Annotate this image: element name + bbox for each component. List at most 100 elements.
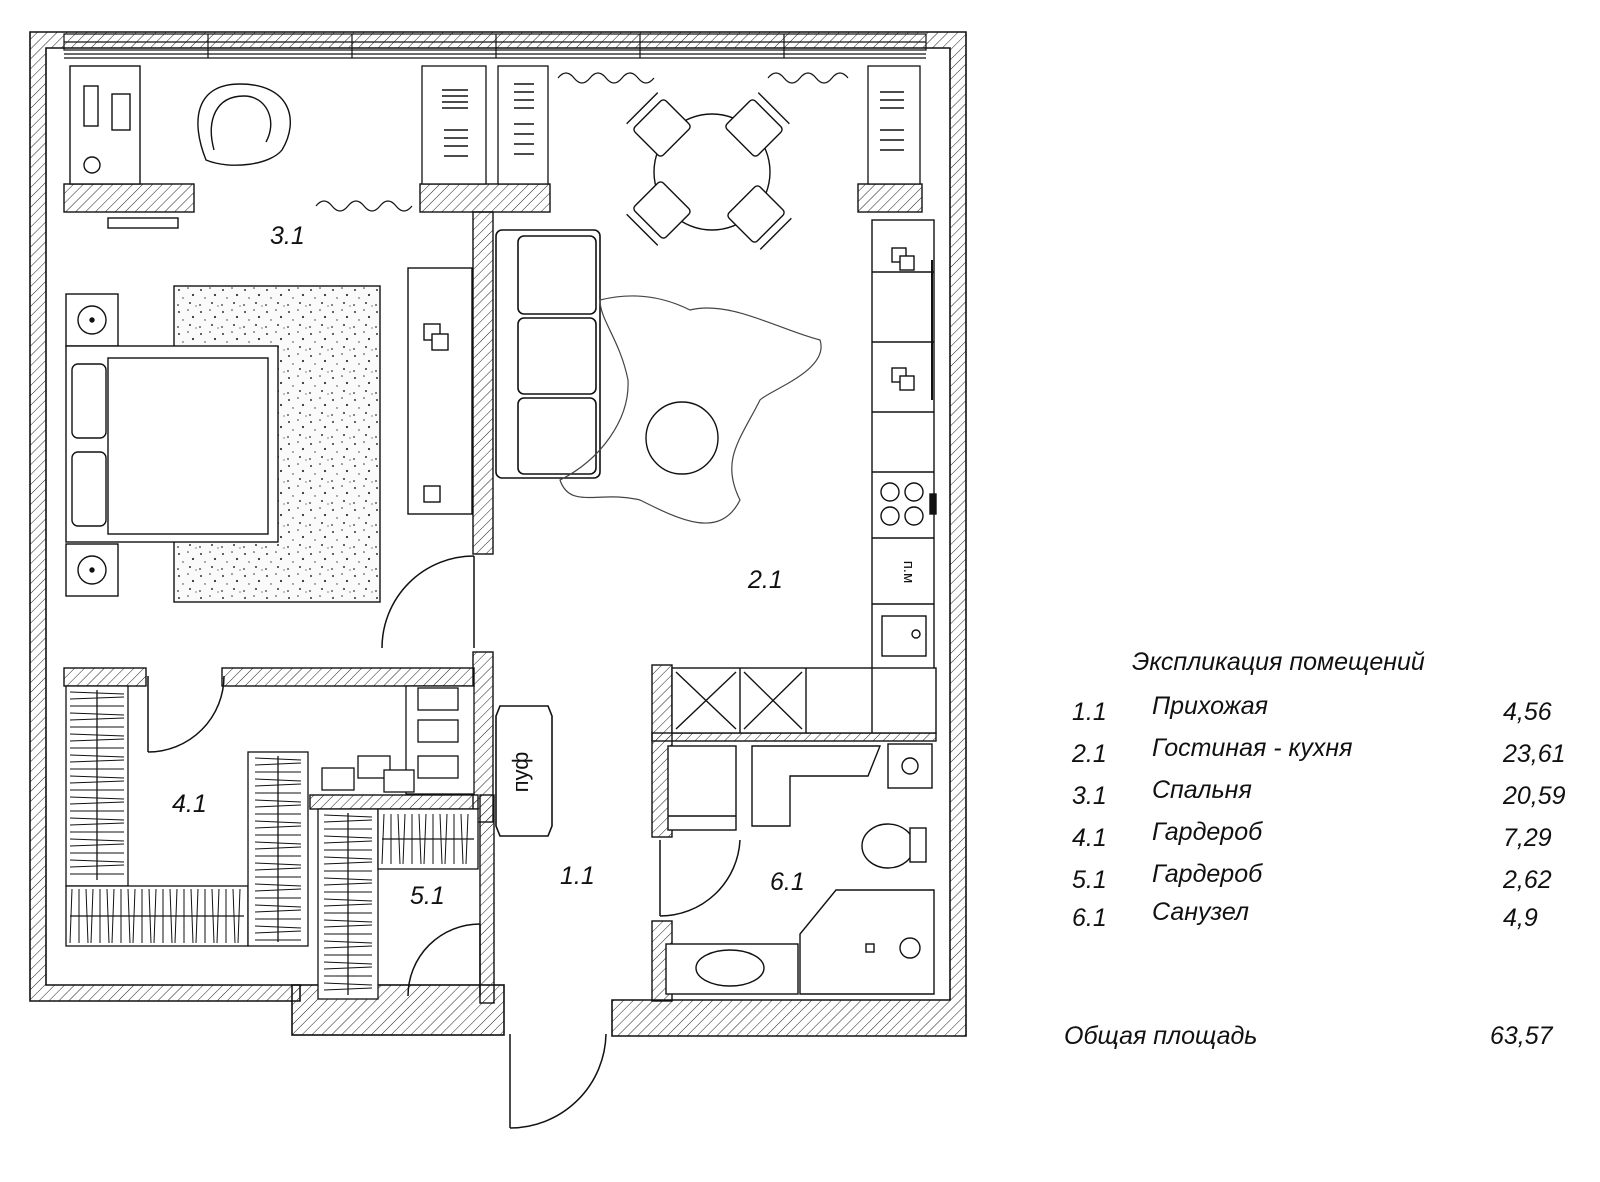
hanger-tick <box>254 862 302 866</box>
schedule-row: 4.1 Гардероб 7,29 <box>1060 818 1580 858</box>
schedule-room-area: 7,29 <box>1503 824 1552 852</box>
hanger-tick <box>232 888 236 944</box>
hanger-tick <box>323 898 373 902</box>
hanger-tick <box>397 813 401 865</box>
schedule-row: 6.1 Санузел 4,9 <box>1060 898 1580 938</box>
hanger-tick <box>323 940 373 944</box>
schedule-room-number: 2.1 <box>1072 740 1107 768</box>
rug-living <box>559 295 822 524</box>
vanity <box>751 745 882 827</box>
hanger-tick <box>254 841 302 845</box>
shelves-4-1 <box>321 685 475 795</box>
hanger-tick <box>148 888 152 944</box>
hanger-tick <box>254 888 302 892</box>
schedule-room-name: Гардероб <box>1152 860 1263 888</box>
hanger-tick <box>69 838 125 842</box>
schedule-room-number: 3.1 <box>1072 782 1107 810</box>
hanger-tick <box>69 738 125 742</box>
sofa <box>495 229 601 479</box>
hanger-tick <box>254 783 302 787</box>
hanger-tick <box>254 930 302 934</box>
room-label-5-1: 5.1 <box>410 882 445 910</box>
hanger-tick <box>69 717 125 721</box>
hanger-tick <box>254 925 302 929</box>
kitchen-units <box>871 219 937 671</box>
hanger-tick <box>323 919 373 923</box>
schedule-room-number: 6.1 <box>1072 904 1107 932</box>
hanger-tick <box>174 888 178 944</box>
schedule-room-area: 4,56 <box>1503 698 1552 726</box>
hanger-tick <box>69 822 125 826</box>
hanger-tick <box>69 859 125 863</box>
hanger-tick <box>69 864 125 868</box>
room-label-3-1: 3.1 <box>270 222 305 250</box>
bedroom-furniture <box>65 65 473 603</box>
hanger-tick <box>323 814 373 818</box>
hanger-tick <box>254 799 302 803</box>
windows-top <box>63 33 927 59</box>
coffee-table <box>645 401 719 475</box>
radiator <box>107 217 179 229</box>
curtains-bedroom <box>315 200 413 212</box>
tv-console <box>407 267 473 515</box>
room-labels: 1.1 2.1 3.1 4.1 5.1 6.1 <box>172 222 805 910</box>
hanger-tick <box>106 888 110 944</box>
hanger-tick <box>127 888 131 944</box>
hanger-tick <box>254 904 302 908</box>
hanger-tick <box>69 712 125 716</box>
hanger-tick <box>85 888 89 944</box>
room-label-1-1: 1.1 <box>560 862 595 890</box>
hanger-tick <box>254 804 302 808</box>
schedule-room-name: Спальня <box>1152 776 1252 804</box>
hanger-tick <box>216 888 220 944</box>
hanger-tick <box>69 780 125 784</box>
schedule-room-number: 5.1 <box>1072 866 1107 894</box>
dishwasher-label: п.м <box>900 561 917 584</box>
hanger-tick <box>460 813 464 865</box>
schedule-total-area: 63,57 <box>1490 1022 1553 1050</box>
schedule-row: 1.1 Прихожая 4,56 <box>1060 692 1580 732</box>
hanger-tick <box>254 909 302 913</box>
hanger-tick <box>69 888 73 944</box>
schedule-room-area: 20,59 <box>1503 782 1566 810</box>
schedule-room-name: Гостиная - кухня <box>1152 734 1353 762</box>
hanger-tick <box>323 903 373 907</box>
bookshelves <box>421 65 921 185</box>
hanger-tick <box>323 982 373 986</box>
schedule-room-name: Прихожая <box>1152 692 1268 720</box>
hanger-tick <box>69 796 125 800</box>
hanger-tick <box>402 813 406 865</box>
schedule-row: 2.1 Гостиная - кухня 23,61 <box>1060 734 1580 774</box>
room-label-4-1: 4.1 <box>172 790 207 818</box>
hanger-tick <box>132 888 136 944</box>
pouf-label: пуф <box>508 752 533 793</box>
dining-set <box>626 92 792 250</box>
hanger-tick <box>169 888 173 944</box>
hanger-tick <box>254 846 302 850</box>
hanger-tick <box>190 888 194 944</box>
schedule-room-area: 23,61 <box>1503 740 1566 768</box>
hanger-tick <box>254 778 302 782</box>
hanger-tick <box>423 813 427 865</box>
hanger-tick <box>69 817 125 821</box>
curtains-living <box>557 72 849 84</box>
room-schedule: Экспликация помещений 1.1 Прихожая 4,56 … <box>1060 640 1580 1070</box>
hanger-tick <box>465 813 469 865</box>
hanger-tick <box>323 945 373 949</box>
schedule-room-name: Гардероб <box>1152 818 1263 846</box>
hanger-tick <box>323 819 373 823</box>
hanger-tick <box>211 888 215 944</box>
hanger-tick <box>254 825 302 829</box>
toilet <box>861 823 915 869</box>
hanger-tick <box>323 924 373 928</box>
wardrobe-hall <box>671 667 937 734</box>
room-label-6-1: 6.1 <box>770 868 805 896</box>
hanger-tick <box>111 888 115 944</box>
hanger-tick <box>254 757 302 761</box>
pouf: пуф <box>495 705 553 837</box>
schedule-room-name: Санузел <box>1152 898 1250 926</box>
hanger-tick <box>69 759 125 763</box>
hanger-tick <box>439 813 443 865</box>
hanger-tick <box>69 754 125 758</box>
